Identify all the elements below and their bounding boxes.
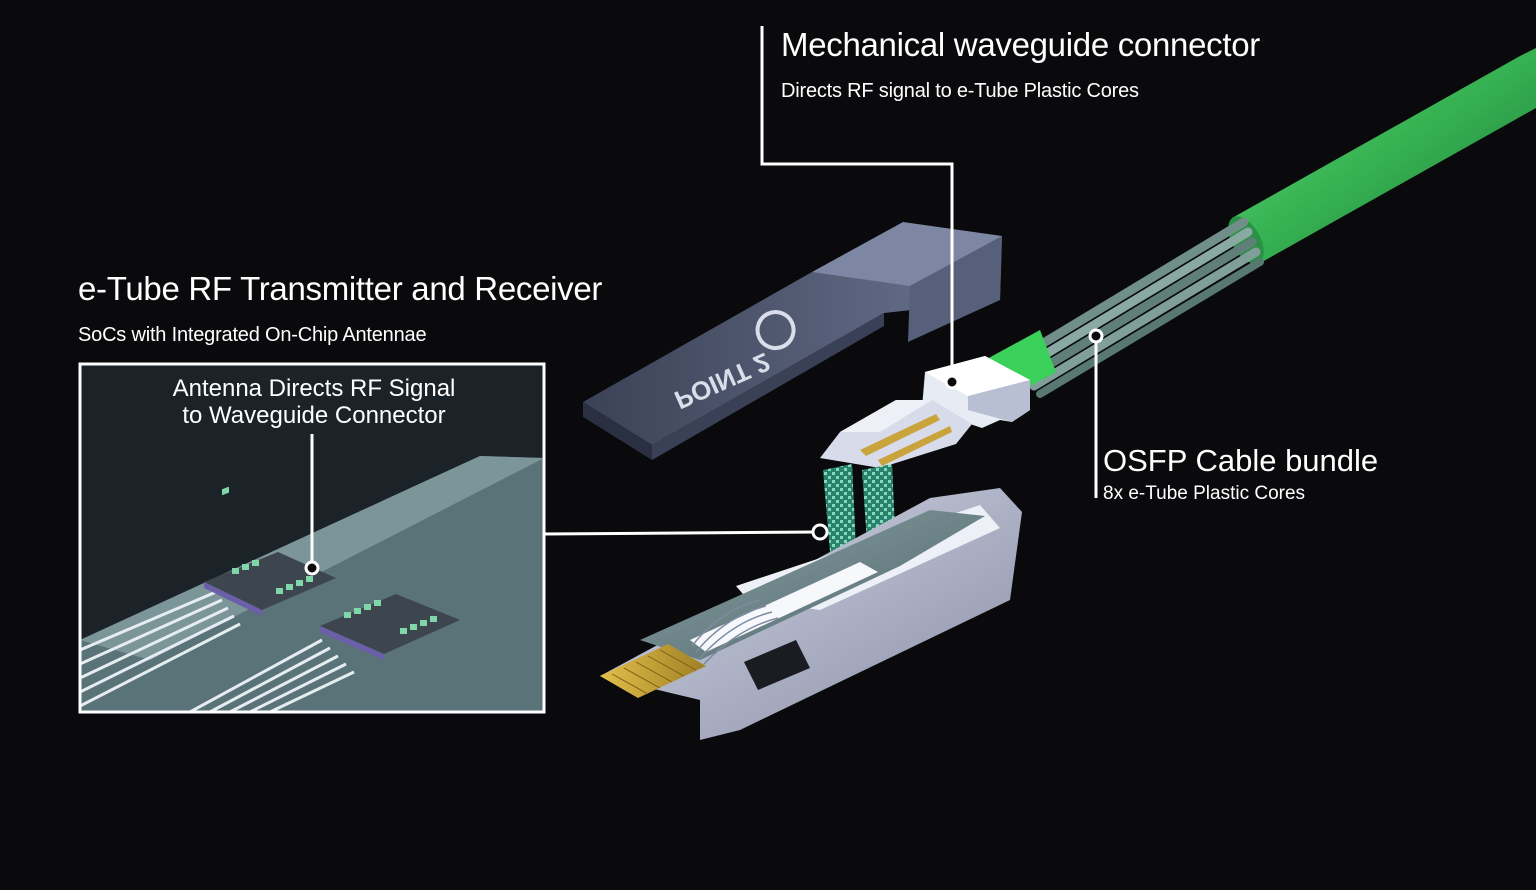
- transmitter-receiver-title: e-Tube RF Transmitter and Receiver: [78, 270, 603, 307]
- leader-waveguide: [760, 26, 954, 382]
- osfp-cable-subtitle: 8x e-Tube Plastic Cores: [1103, 483, 1306, 504]
- inset-frame: [78, 362, 546, 714]
- antenna-callout-line-1: Antenna Directs RF Signal: [172, 375, 456, 402]
- housing-top-cover: POINT 2: [583, 222, 1002, 460]
- leader-lines: [304, 26, 1104, 576]
- leader-inset: [543, 530, 819, 536]
- waveguide-connector-subtitle: Directs RF signal to e-Tube Plastic Core…: [781, 80, 1139, 102]
- soc-chip-2: [320, 594, 460, 660]
- transmitter-receiver-subtitle: SoCs with Integrated On-Chip Antennae: [78, 324, 427, 346]
- waveguide-connector: [820, 356, 1030, 468]
- osfp-cable-title: OSFP Cable bundle: [1103, 443, 1379, 478]
- plastic-cores: [1017, 217, 1264, 398]
- antenna-callout: Antenna Directs RF Signal to Waveguide C…: [120, 375, 508, 429]
- module-base-tray: [600, 488, 1022, 740]
- cable-jacket: [1232, 48, 1536, 262]
- antenna-callout-line-2: to Waveguide Connector: [182, 402, 446, 429]
- waveguide-connector-title: Mechanical waveguide connector: [781, 26, 1260, 63]
- soc-chip-1: [204, 486, 336, 616]
- flex-traces: [690, 562, 878, 652]
